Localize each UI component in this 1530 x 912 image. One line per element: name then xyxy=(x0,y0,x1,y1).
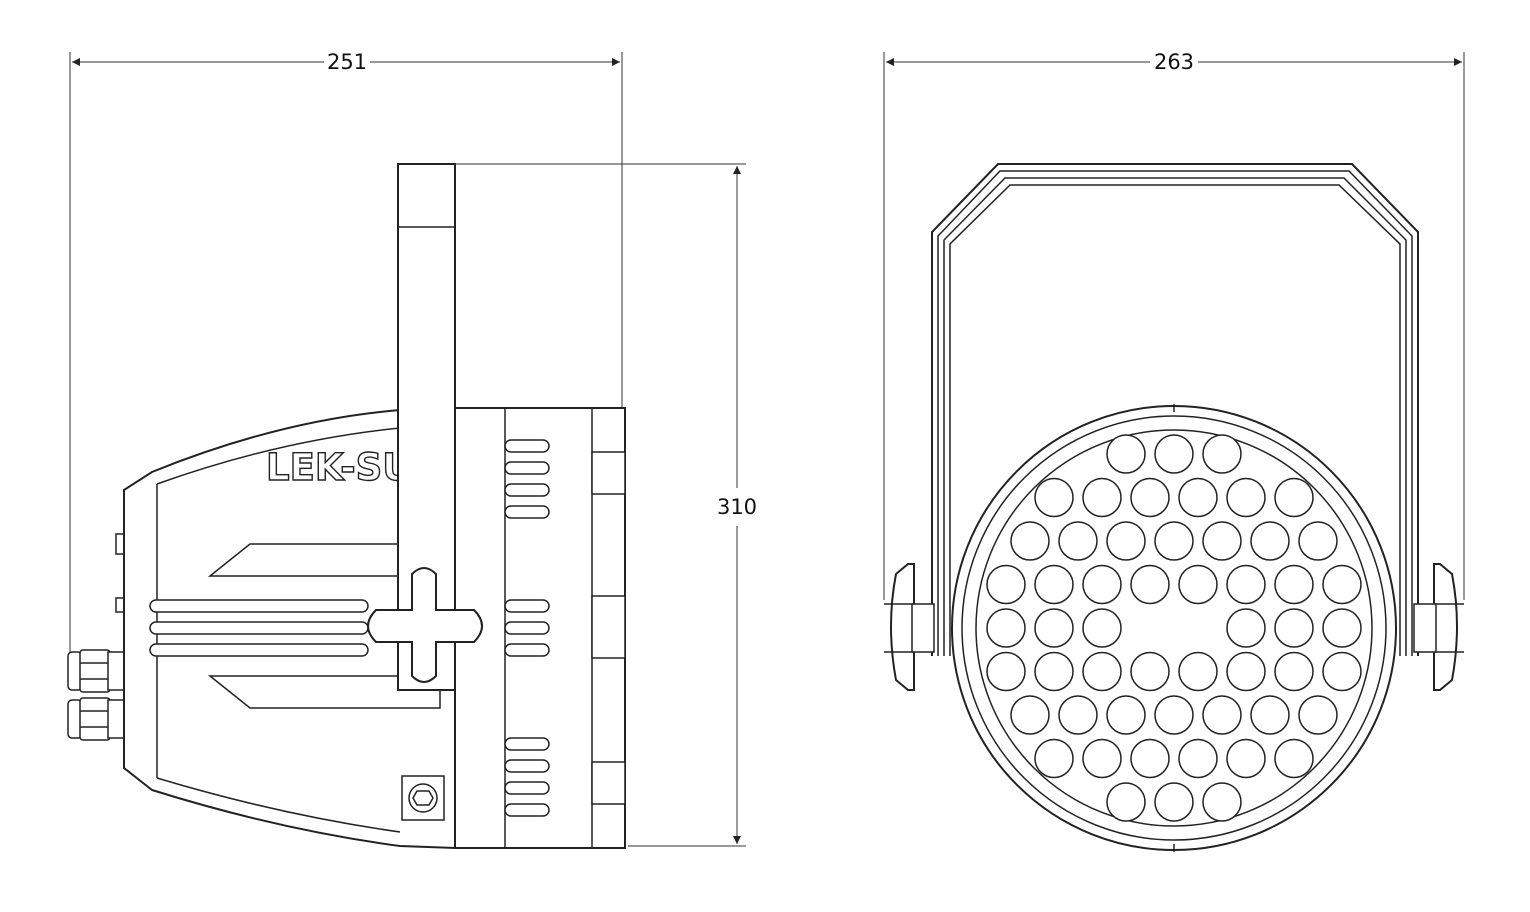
slot-1 xyxy=(149,599,369,613)
led-6-4 xyxy=(1130,651,1170,692)
led-7-4 xyxy=(1154,695,1194,735)
led-4-8 xyxy=(1322,564,1362,605)
front-view xyxy=(884,163,1464,852)
knob-left xyxy=(884,563,935,691)
led-7-1 xyxy=(1010,695,1050,735)
led-8-1 xyxy=(1034,738,1074,779)
rear-tab-1 xyxy=(591,451,626,495)
hex-socket-icon xyxy=(412,790,434,806)
rear-tab-2 xyxy=(591,595,626,659)
led-8-6 xyxy=(1274,738,1314,779)
led-9-3 xyxy=(1202,782,1242,822)
led-2-6 xyxy=(1274,477,1314,518)
led-6-1 xyxy=(986,651,1026,692)
screw-head-outer xyxy=(408,783,438,813)
led-1-2 xyxy=(1154,434,1194,474)
led-3-6 xyxy=(1250,521,1290,561)
led-7-2 xyxy=(1058,695,1098,735)
led-2-5 xyxy=(1226,477,1266,518)
led-4-1 xyxy=(986,564,1026,605)
led-4-7 xyxy=(1274,564,1314,605)
vent-group-bottom xyxy=(504,737,550,817)
led-2-2 xyxy=(1082,477,1122,518)
led-5-5 xyxy=(1274,608,1314,648)
led-4-3 xyxy=(1082,564,1122,605)
rear-tab-3 xyxy=(591,761,626,805)
side-view: LEK-SU xyxy=(67,163,626,850)
led-7-3 xyxy=(1106,695,1146,735)
brand-logo: LEK-SU xyxy=(266,446,412,489)
fin-lower xyxy=(207,675,441,709)
side-width-label: 251 xyxy=(327,50,367,74)
led-6-6 xyxy=(1226,651,1266,692)
tilt-lock-knob xyxy=(367,567,483,683)
front-width-label: 263 xyxy=(1154,50,1194,74)
led-6-3 xyxy=(1082,651,1122,692)
led-3-2 xyxy=(1058,521,1098,561)
led-9-2 xyxy=(1154,782,1194,822)
knob-right xyxy=(1413,563,1464,691)
led-4-4 xyxy=(1130,564,1170,605)
led-2-4 xyxy=(1178,477,1218,518)
led-8-2 xyxy=(1082,738,1122,779)
led-7-5 xyxy=(1202,695,1242,735)
led-1-3 xyxy=(1202,434,1242,474)
lens-ring xyxy=(975,429,1373,827)
led-4-2 xyxy=(1034,564,1074,605)
slot-3 xyxy=(149,643,369,657)
led-4-6 xyxy=(1226,564,1266,605)
led-8-5 xyxy=(1226,738,1266,779)
led-4-5 xyxy=(1178,564,1218,605)
dimension-side-width: 251 xyxy=(69,50,623,652)
led-5-4 xyxy=(1226,608,1266,648)
led-5-1 xyxy=(986,608,1026,648)
led-array xyxy=(986,434,1362,822)
led-3-5 xyxy=(1202,521,1242,561)
led-5-3 xyxy=(1082,608,1122,648)
led-3-3 xyxy=(1106,521,1146,561)
led-2-3 xyxy=(1130,477,1170,518)
led-3-1 xyxy=(1010,521,1050,561)
cable-gland-bottom xyxy=(67,697,125,741)
cable-gland-top xyxy=(67,649,125,693)
dimension-height: 310 xyxy=(455,163,757,847)
led-2-1 xyxy=(1034,477,1074,518)
slot-2 xyxy=(149,621,369,635)
led-5-6 xyxy=(1322,608,1362,648)
yoke-bracket-outer xyxy=(931,163,1419,656)
led-3-7 xyxy=(1298,521,1338,561)
led-6-7 xyxy=(1274,651,1314,692)
led-9-1 xyxy=(1106,782,1146,822)
led-3-4 xyxy=(1154,521,1194,561)
led-6-8 xyxy=(1322,651,1362,692)
led-8-4 xyxy=(1178,738,1218,779)
led-6-2 xyxy=(1034,651,1074,692)
led-1-1 xyxy=(1106,434,1146,474)
led-6-5 xyxy=(1178,651,1218,692)
led-8-3 xyxy=(1130,738,1170,779)
led-7-6 xyxy=(1250,695,1290,735)
vent-group-top xyxy=(504,439,550,519)
dimension-front-width: 263 xyxy=(883,50,1465,600)
led-5-2 xyxy=(1034,608,1074,648)
vent-group-middle xyxy=(504,599,550,657)
led-7-7 xyxy=(1298,695,1338,735)
height-label: 310 xyxy=(717,495,757,519)
